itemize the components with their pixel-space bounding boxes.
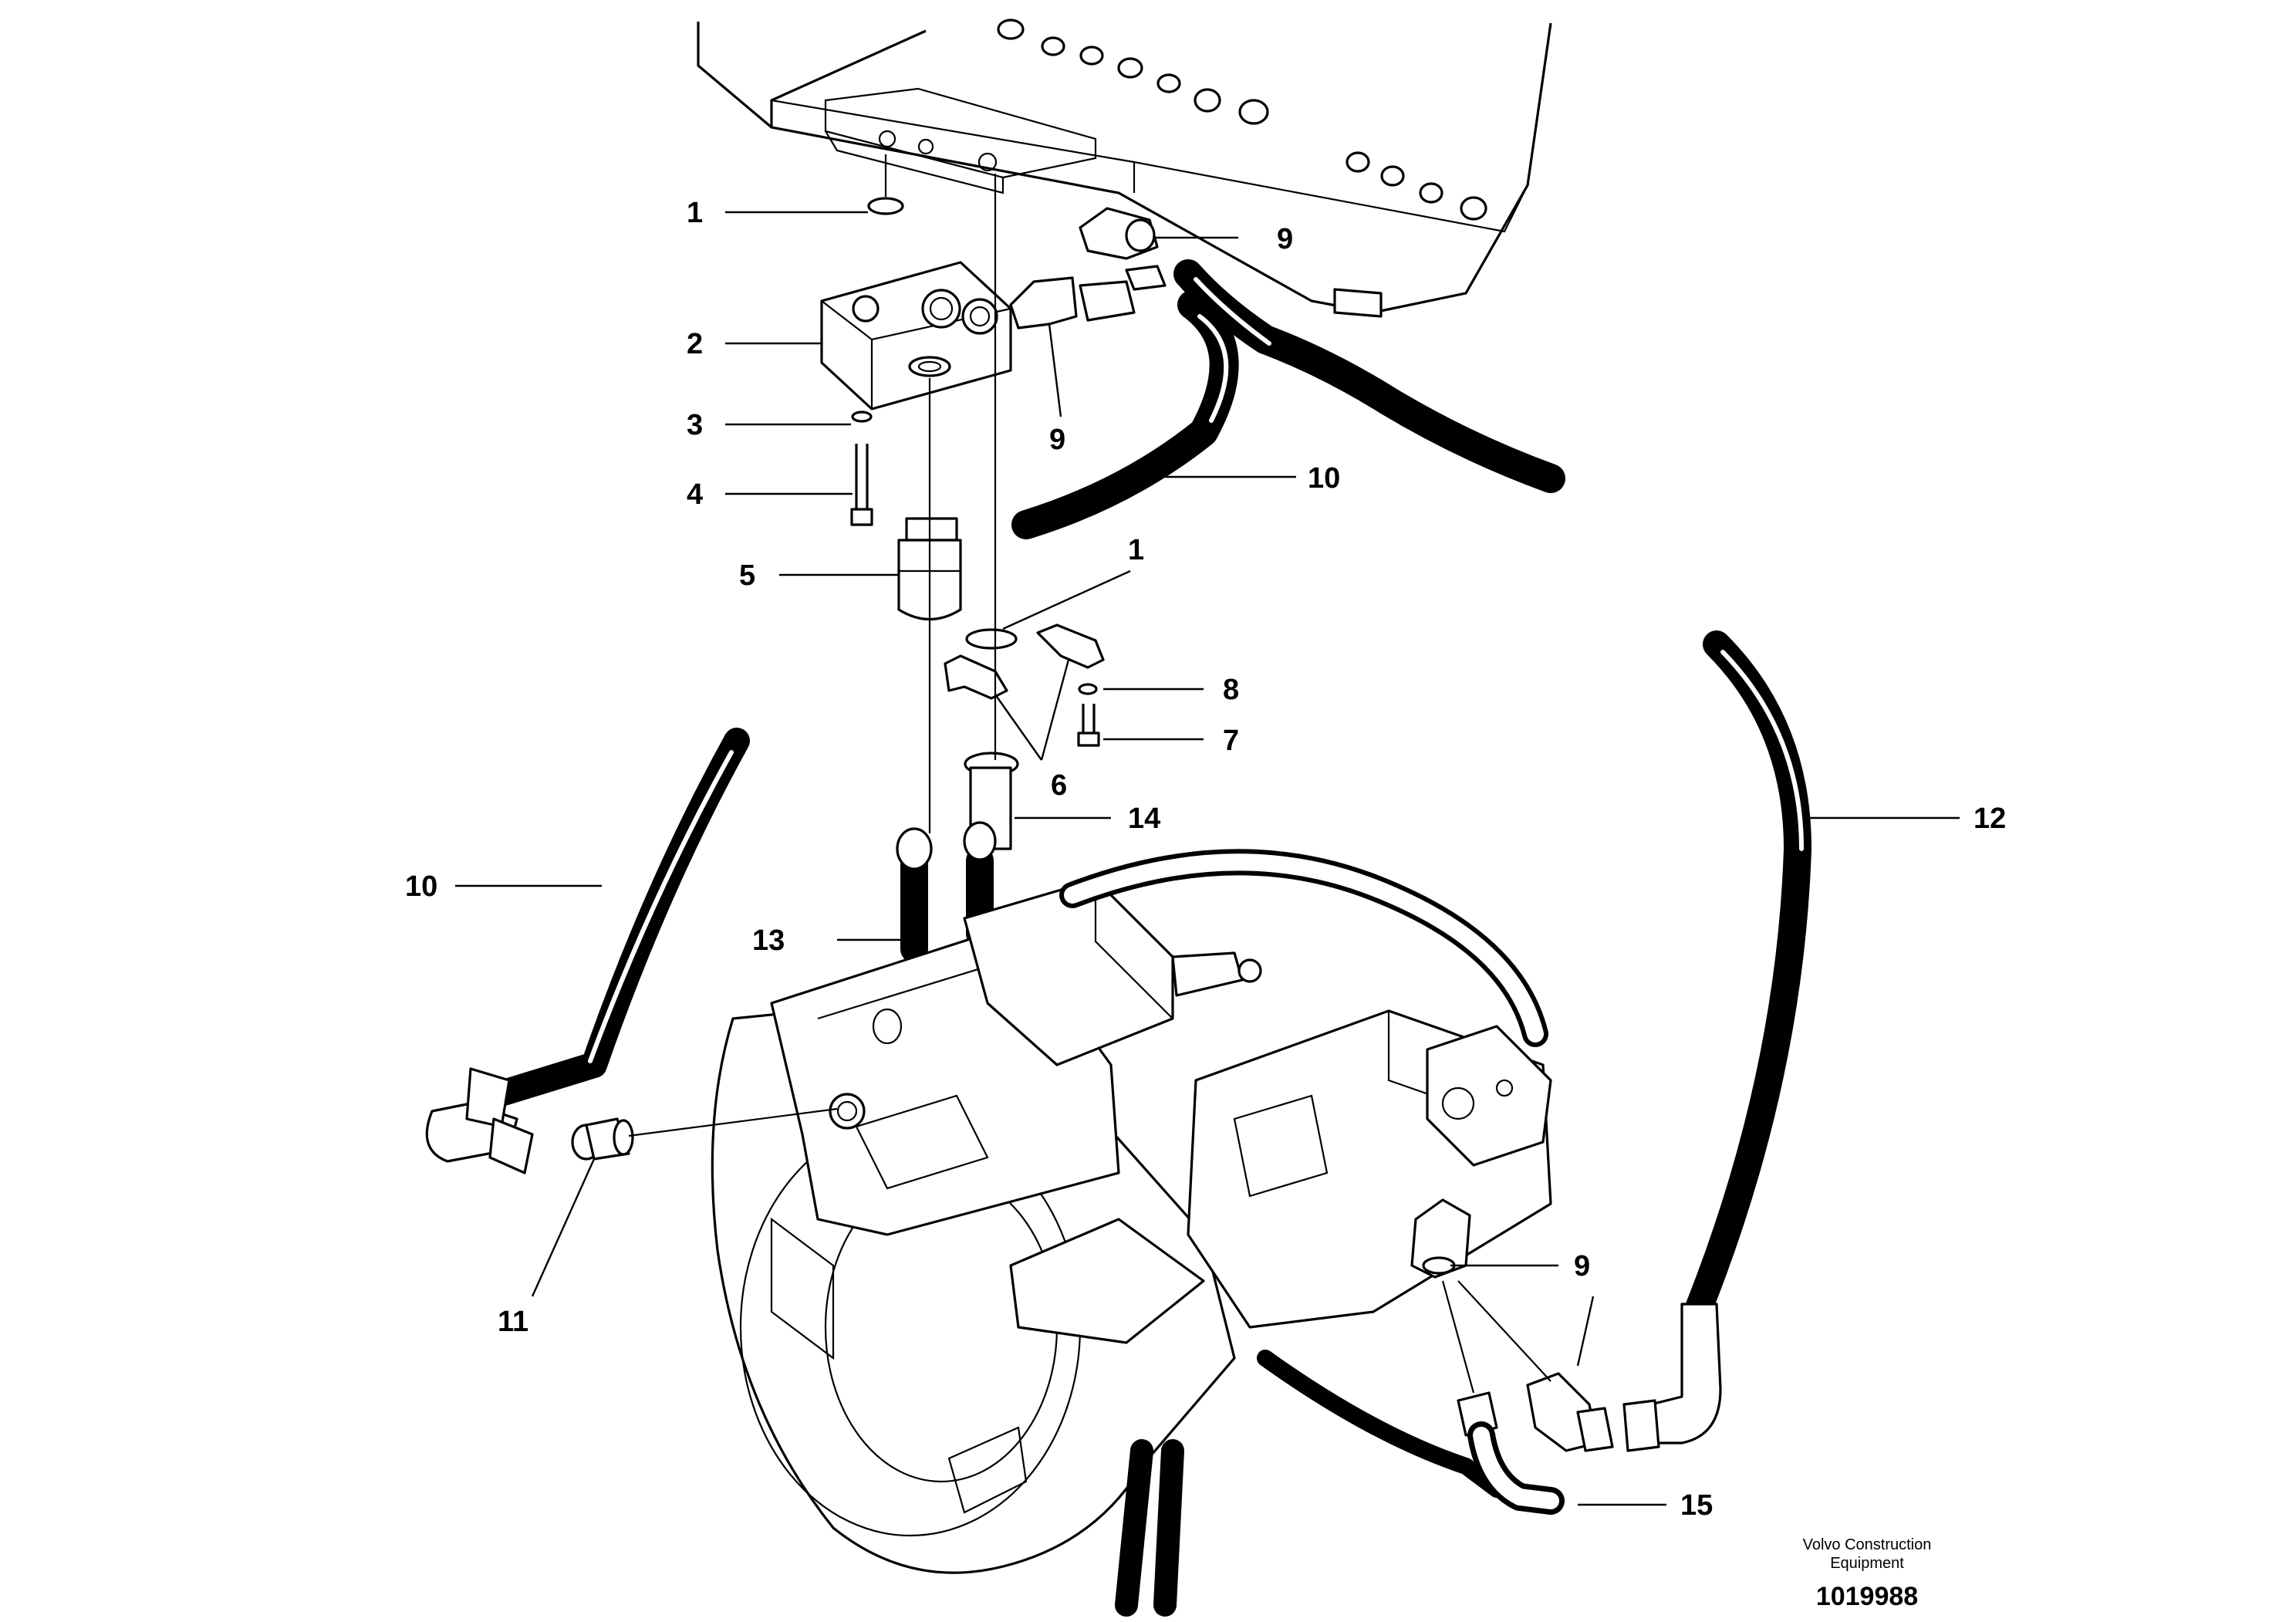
credit-line-2: Equipment [1830, 1555, 1904, 1572]
callout-8: 8 [1223, 674, 1239, 706]
callout-2: 2 [687, 328, 703, 360]
elbow-fitting-lower [1410, 1198, 1614, 1452]
hose-left [425, 728, 750, 1174]
callout-14: 14 [1128, 803, 1160, 835]
callout-13: 13 [752, 924, 785, 957]
credit-line-1: Volvo Construction [1803, 1536, 1932, 1553]
valve-block [820, 261, 1012, 411]
hose-upper-right [1173, 259, 1565, 493]
callout-1-lower: 1 [1128, 534, 1144, 566]
hose-right [1622, 630, 1811, 1452]
flange-clamp [944, 623, 1105, 700]
callout-9-middle: 9 [1049, 424, 1065, 456]
callout-10-upper: 10 [1308, 462, 1340, 495]
elbow-fitting-upper [1009, 207, 1167, 329]
callout-6: 6 [1051, 769, 1067, 802]
washer [851, 411, 873, 423]
callout-4: 4 [687, 478, 703, 511]
callout-9-upper: 9 [1277, 223, 1293, 255]
hose-upper-left [1011, 290, 1239, 539]
lock-washer [1078, 683, 1098, 695]
o-ring-lower [965, 628, 1018, 650]
callout-11: 11 [498, 1306, 528, 1338]
hydraulic-tank [697, 19, 1552, 318]
callout-1-upper: 1 [687, 197, 703, 229]
pipe-elbow-15 [1457, 1391, 1565, 1515]
o-ring-upper [867, 197, 904, 215]
callout-5: 5 [739, 559, 755, 592]
callout-10-left: 10 [405, 870, 437, 903]
callout-12: 12 [1974, 803, 2006, 835]
adapter-fitting [571, 1117, 634, 1161]
callout-7: 7 [1223, 725, 1239, 757]
callout-9-lower: 9 [1574, 1250, 1590, 1282]
callout-3: 3 [687, 409, 703, 441]
callout-15: 15 [1680, 1489, 1713, 1522]
drawing-number: 1019988 [1816, 1582, 1918, 1611]
clamp-bolt [1077, 704, 1100, 747]
bolt [850, 444, 873, 526]
